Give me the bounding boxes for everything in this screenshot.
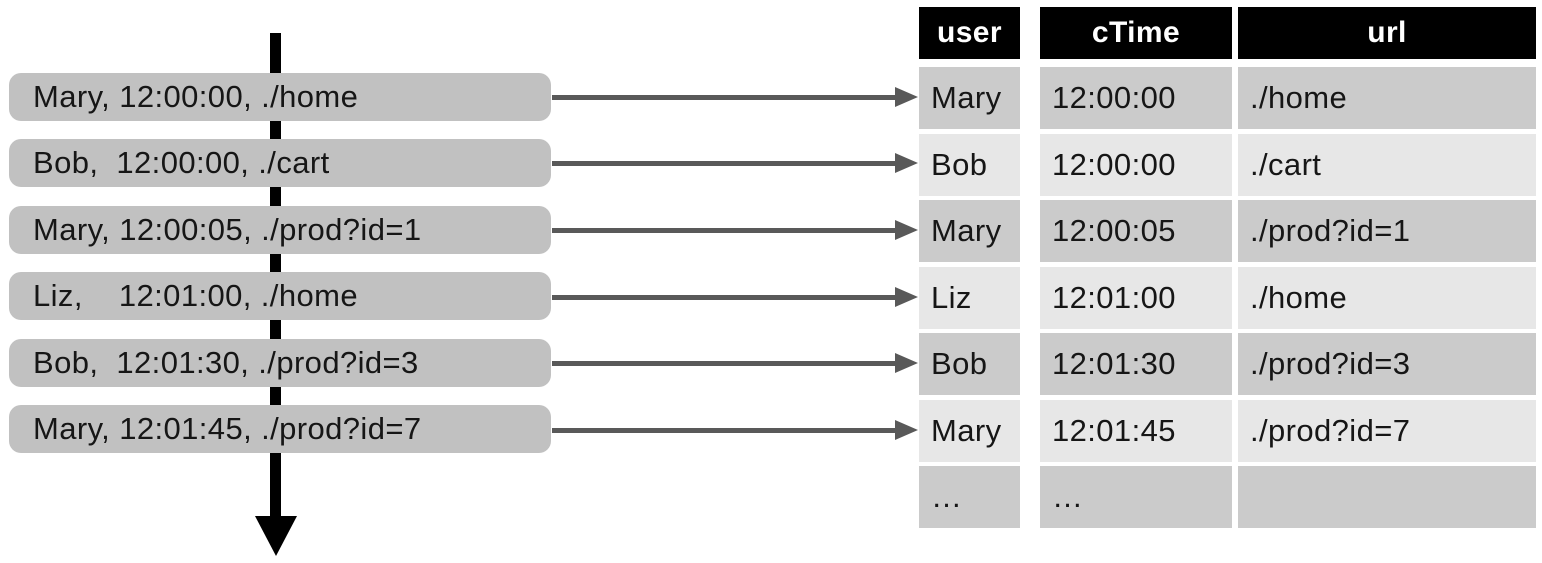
log-entry-text: Mary, 12:00:00, ./home xyxy=(33,79,359,114)
log-entry-text: Bob, 12:01:30, ./prod?id=3 xyxy=(33,345,419,380)
table-row: Mary 12:01:45 ./prod?id=7 xyxy=(919,399,1536,462)
cell-user: … xyxy=(919,466,1020,528)
right-arrow-icon xyxy=(552,87,918,107)
log-entry: Mary, 12:00:00, ./home xyxy=(9,73,551,121)
right-arrow-icon xyxy=(552,420,918,440)
table-row: Mary 12:00:05 ./prod?id=1 xyxy=(919,200,1536,262)
log-entry: Bob, 12:00:00, ./cart xyxy=(9,139,551,187)
log-entry: Bob, 12:01:30, ./prod?id=3 xyxy=(9,339,551,387)
cell-url xyxy=(1238,466,1536,528)
right-arrow-icon xyxy=(552,287,918,307)
right-arrow-icon xyxy=(552,153,918,173)
cell-url: ./prod?id=1 xyxy=(1238,200,1536,262)
cell-user: Bob xyxy=(919,333,1020,395)
right-arrow-icon xyxy=(552,220,918,240)
log-table: user cTime url Mary 12:00:00 ./home Bob … xyxy=(919,7,1536,533)
cell-ctime: 12:00:05 xyxy=(1040,200,1232,262)
table-row: Bob 12:01:30 ./prod?id=3 xyxy=(919,333,1536,395)
cell-ctime: 12:00:00 xyxy=(1040,133,1232,196)
table-row: … … xyxy=(919,466,1536,528)
cell-ctime: 12:00:00 xyxy=(1040,67,1232,129)
column-header-ctime: cTime xyxy=(1040,7,1232,59)
log-entry: Liz, 12:01:00, ./home xyxy=(9,272,551,320)
cell-user: Bob xyxy=(919,133,1020,196)
log-entry: Mary, 12:00:05, ./prod?id=1 xyxy=(9,206,551,254)
cell-ctime: 12:01:30 xyxy=(1040,333,1232,395)
cell-url: ./cart xyxy=(1238,133,1536,196)
log-entry-text: Mary, 12:01:45, ./prod?id=7 xyxy=(33,411,422,446)
cell-user: Liz xyxy=(919,266,1020,329)
cell-url: ./home xyxy=(1238,67,1536,129)
cell-ctime: … xyxy=(1040,466,1232,528)
table-row: Liz 12:01:00 ./home xyxy=(919,266,1536,329)
cell-ctime: 12:01:00 xyxy=(1040,266,1232,329)
cell-url: ./prod?id=3 xyxy=(1238,333,1536,395)
log-entry: Mary, 12:01:45, ./prod?id=7 xyxy=(9,405,551,453)
down-arrow-icon xyxy=(255,516,297,556)
table-row: Bob 12:00:00 ./cart xyxy=(919,133,1536,196)
log-entry-text: Bob, 12:00:00, ./cart xyxy=(33,145,330,180)
column-header-url: url xyxy=(1238,7,1536,59)
cell-user: Mary xyxy=(919,200,1020,262)
log-entry-text: Mary, 12:00:05, ./prod?id=1 xyxy=(33,212,422,247)
cell-url: ./prod?id=7 xyxy=(1238,399,1536,462)
table-row: Mary 12:00:00 ./home xyxy=(919,67,1536,129)
cell-user: Mary xyxy=(919,399,1020,462)
log-entry-text: Liz, 12:01:00, ./home xyxy=(33,278,358,313)
cell-ctime: 12:01:45 xyxy=(1040,399,1232,462)
cell-user: Mary xyxy=(919,67,1020,129)
right-arrow-icon xyxy=(552,353,918,373)
column-header-user: user xyxy=(919,7,1020,59)
cell-url: ./home xyxy=(1238,266,1536,329)
table-header-row: user cTime url xyxy=(919,7,1536,59)
